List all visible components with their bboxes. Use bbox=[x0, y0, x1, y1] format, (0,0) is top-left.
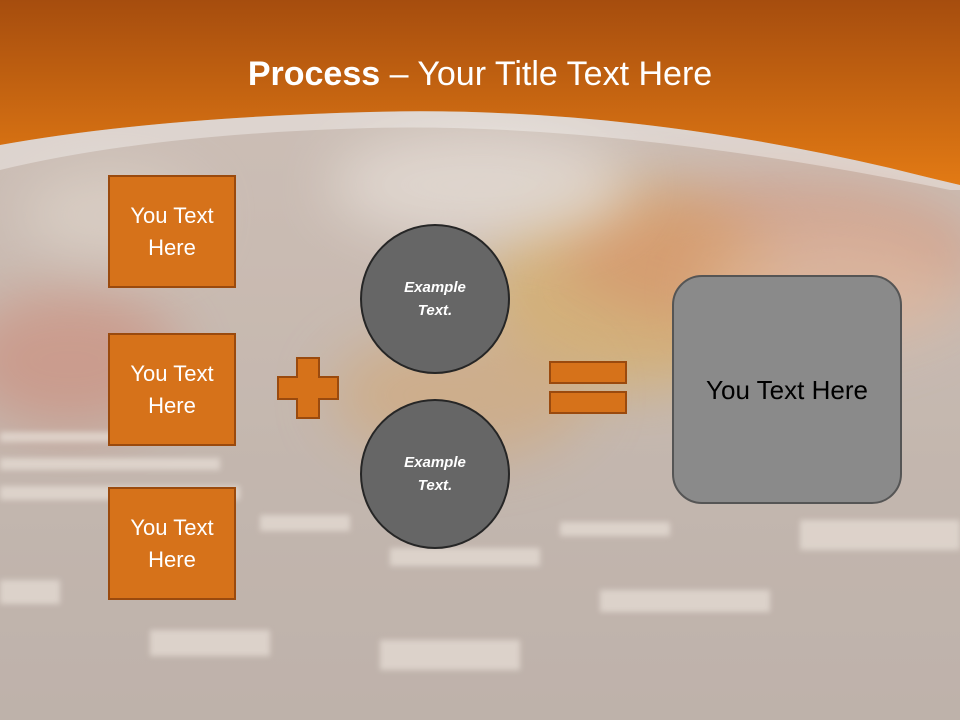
title-bold: Process bbox=[247, 55, 381, 93]
result-box: You Text Here bbox=[672, 275, 902, 504]
input-box-2: You Text Here bbox=[108, 333, 236, 446]
example-circle-1: Example Text. bbox=[360, 224, 510, 374]
page-title: Process – Your Title Text Here bbox=[0, 52, 960, 96]
header-band bbox=[0, 0, 960, 190]
example-circle-2: Example Text. bbox=[360, 399, 510, 549]
input-box-3: You Text Here bbox=[108, 487, 236, 600]
title-dash: – bbox=[380, 55, 418, 93]
equals-icon bbox=[549, 361, 627, 414]
input-box-1: You Text Here bbox=[108, 175, 236, 288]
title-rest: Your Title Text Here bbox=[417, 55, 713, 93]
plus-icon bbox=[277, 357, 339, 419]
